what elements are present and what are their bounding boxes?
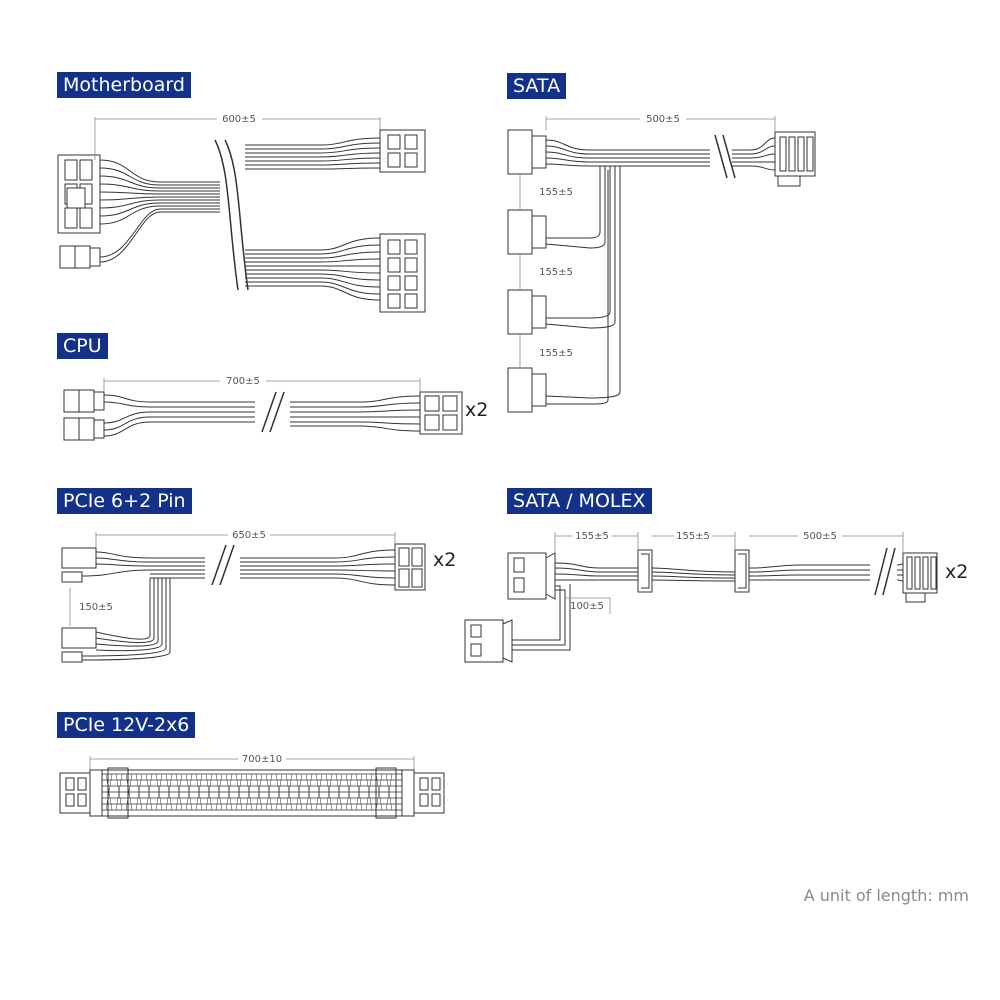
sata-molex-length: 500±5 [803, 531, 837, 542]
sata-gap-1: 155±5 [539, 187, 573, 198]
sata-molex-gap-1: 155±5 [575, 531, 609, 542]
motherboard-label: Motherboard [57, 72, 191, 98]
sata-gap-2: 155±5 [539, 267, 573, 278]
sata-molex-gap-2: 155±5 [676, 531, 710, 542]
motherboard-length: 600±5 [222, 114, 256, 125]
pcie-12v-2x6-label: PCIe 12V-2x6 [57, 712, 196, 738]
pcie-6-2-pin-label: PCIe 6+2 Pin [57, 488, 192, 514]
cpu-label: CPU [57, 333, 108, 359]
sata-molex-quantity: x2 [945, 561, 969, 583]
pcie-6-2-cable [61, 543, 426, 663]
unit-note: A unit of length: mm [803, 886, 969, 905]
sata-molex-cable [464, 547, 938, 663]
sata-length: 500±5 [646, 114, 680, 125]
cpu-length: 700±5 [226, 376, 260, 387]
motherboard-cable [57, 129, 426, 313]
sata-label: SATA [507, 73, 567, 99]
sata-cable [507, 129, 816, 413]
sata-molex-branch-length: 100±5 [570, 601, 604, 612]
pcie-branch-length: 150±5 [79, 602, 113, 613]
sata-molex-label: SATA / MOLEX [507, 488, 652, 514]
pcie-12v-length: 700±10 [242, 754, 282, 765]
pcie-12v-2x6-cable [59, 767, 445, 819]
sata-gap-3: 155±5 [539, 348, 573, 359]
cpu-cable [63, 389, 463, 441]
cpu-quantity: x2 [465, 399, 489, 421]
pcie-quantity: x2 [433, 549, 457, 571]
pcie-length: 650±5 [232, 530, 266, 541]
